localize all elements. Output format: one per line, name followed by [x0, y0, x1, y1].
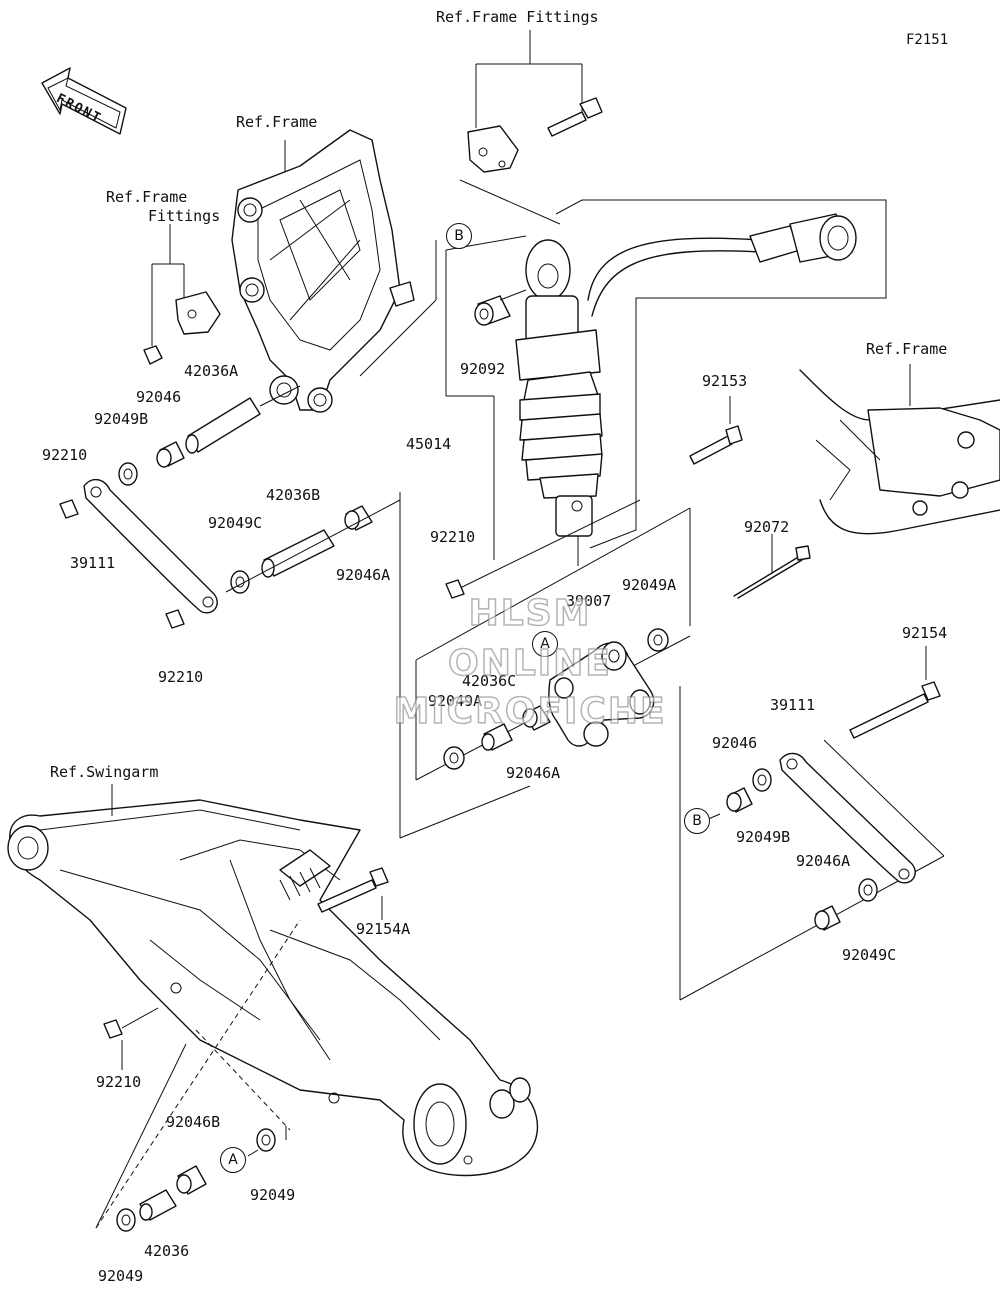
- part-label-92046a[interactable]: 92046A: [336, 566, 391, 584]
- bolt-92153: [689, 396, 743, 465]
- part-label-92049[interactable]: 92049: [250, 1186, 296, 1204]
- rocker-arm: [548, 641, 655, 747]
- part-label-39111[interactable]: 39111: [70, 554, 116, 572]
- diagram-code: F2151: [906, 32, 949, 48]
- part-label-92049c[interactable]: 92049C: [842, 946, 897, 964]
- part-label-92049a[interactable]: 92049A: [622, 576, 677, 594]
- part-label-39111[interactable]: 39111: [770, 696, 816, 714]
- part-label-92049c[interactable]: 92049C: [208, 514, 263, 532]
- tie-rod-right: [705, 752, 916, 931]
- part-label-92153[interactable]: 92153: [702, 372, 748, 390]
- part-label-92210[interactable]: 92210: [96, 1073, 142, 1091]
- collar-92092: [474, 295, 511, 326]
- part-label-92046a[interactable]: 92046A: [506, 764, 561, 782]
- ref-frame-fittings-left-line2: Fittings: [148, 207, 221, 225]
- part-label-42036b[interactable]: 42036B: [266, 486, 321, 504]
- assembly-box-lines: [399, 492, 945, 1001]
- part-label-92154[interactable]: 92154: [902, 624, 948, 642]
- ref-frame-fittings-left-line1: Ref.Frame: [106, 188, 188, 206]
- tie-rod-left: [59, 479, 401, 629]
- left-upper-collars: [118, 385, 301, 486]
- part-label-92210[interactable]: 92210: [430, 528, 476, 546]
- callout-a-swingarm[interactable]: A: [220, 1147, 246, 1173]
- watermark-line-2: ONLINE: [447, 643, 612, 684]
- part-label-92049a[interactable]: 92049A: [428, 692, 483, 710]
- part-label-42036a[interactable]: 42036A: [184, 362, 239, 380]
- ref-frame-right: Ref.Frame: [866, 340, 948, 358]
- part-label-42036[interactable]: 42036: [144, 1242, 190, 1260]
- frame-fittings-left-bracket: [143, 224, 221, 365]
- part-label-92092[interactable]: 92092: [460, 360, 506, 378]
- bolt-92154a: [317, 867, 389, 920]
- callout-a-rocker[interactable]: A: [532, 631, 558, 657]
- part-label-92210[interactable]: 92210: [158, 668, 204, 686]
- frame-bracket: [231, 129, 415, 413]
- part-label-45014[interactable]: 45014: [406, 435, 452, 453]
- part-label-92046a[interactable]: 92046A: [796, 852, 851, 870]
- part-label-39007[interactable]: 39007: [566, 592, 612, 610]
- sensor-92072: [733, 534, 811, 599]
- part-label-92046[interactable]: 92046: [712, 734, 758, 752]
- callout-b-upper[interactable]: B: [446, 223, 472, 249]
- ref-frame-fittings-top: Ref.Frame Fittings: [436, 8, 599, 26]
- ref-frame-left: Ref.Frame: [236, 113, 318, 131]
- front-arrow-icon: [41, 67, 127, 135]
- watermark-line-1: HLSM: [468, 593, 592, 634]
- shock-absorber: [515, 199, 887, 566]
- part-label-92046[interactable]: 92046: [136, 388, 182, 406]
- part-label-92154a[interactable]: 92154A: [356, 920, 411, 938]
- part-label-92049b[interactable]: 92049B: [736, 828, 791, 846]
- part-label-92072[interactable]: 92072: [744, 518, 790, 536]
- nut-swingarm: [103, 1007, 159, 1070]
- part-label-92046b[interactable]: 92046B: [166, 1113, 221, 1131]
- part-label-42036c[interactable]: 42036C: [462, 672, 517, 690]
- part-label-92210[interactable]: 92210: [42, 446, 88, 464]
- callout-b-right[interactable]: B: [684, 808, 710, 834]
- swingarm: [7, 784, 539, 1177]
- bolt-92154: [849, 646, 941, 739]
- watermark-line-3: MICROFICHE: [393, 691, 667, 732]
- part-label-92049b[interactable]: 92049B: [94, 410, 149, 428]
- nut-shock-lower: [445, 579, 465, 599]
- swingarm-pivot-collars: [95, 919, 301, 1232]
- frame-fittings-top-bracket: [467, 30, 603, 173]
- rocker-collars: [443, 628, 669, 770]
- part-label-92049[interactable]: 92049: [98, 1267, 144, 1285]
- frame-right-section: [799, 364, 1000, 535]
- ref-swingarm: Ref.Swingarm: [50, 763, 159, 781]
